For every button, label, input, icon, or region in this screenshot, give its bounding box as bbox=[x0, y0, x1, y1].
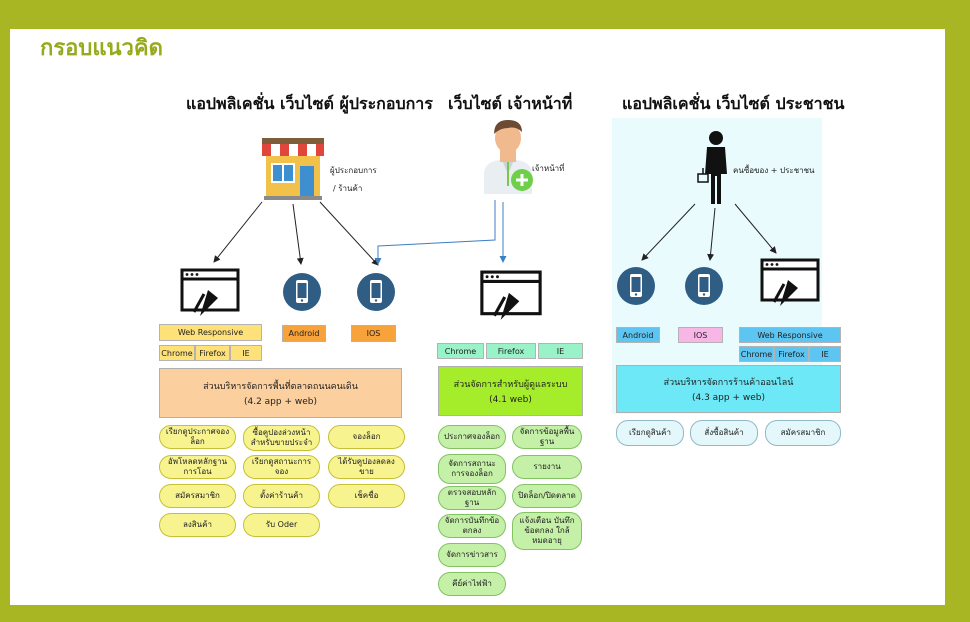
web-browser-icon bbox=[760, 258, 820, 306]
smartphone-icon bbox=[357, 273, 395, 311]
browser-firefox: Firefox bbox=[195, 345, 230, 361]
smartphone-icon bbox=[617, 267, 655, 305]
platform-ios: IOS bbox=[351, 325, 396, 342]
page-title: กรอบแนวคิด bbox=[40, 36, 163, 61]
function-pill: แจ้งเตือน บันทึกข้อตกลง ใกล้หมดอายุ bbox=[512, 512, 582, 550]
function-pill: ได้รับคูปองลดลงขาย bbox=[328, 455, 405, 479]
platform-ios: IOS bbox=[678, 327, 723, 343]
staff-person-icon bbox=[484, 120, 533, 194]
function-pill: ปิดล็อก/ปิดตลาด bbox=[512, 484, 582, 508]
entrepreneur-role-label: ผู้ประกอบการ bbox=[330, 166, 377, 175]
function-pill: ลงสินค้า bbox=[159, 513, 236, 537]
public-module-subtitle: (4.3 app + web) bbox=[691, 393, 765, 403]
function-pill: ซื้อคูปองล่วงหน้า สำหรับขายประจำ bbox=[243, 425, 320, 451]
function-pill: ตั้งค่าร้านค้า bbox=[243, 484, 320, 508]
entrepreneur-heading: แอปพลิเคชั่น เว็บไซต์ ผู้ประกอบการ bbox=[186, 94, 433, 113]
function-pill: เรียกดูประกาศจองล็อก bbox=[159, 425, 236, 449]
function-pill: เรียกดูสถานะการจอง bbox=[243, 455, 320, 479]
browser-ie: IE bbox=[230, 345, 262, 361]
function-pill: สั่งซื้อสินค้า bbox=[690, 420, 758, 446]
public-role-label: คนซื้อของ + ประชาชน bbox=[733, 166, 815, 175]
function-pill: รับ Oder bbox=[243, 513, 320, 537]
platform-web-responsive: Web Responsive bbox=[739, 327, 841, 343]
function-pill: จัดการสถานะ การจองล็อก bbox=[438, 454, 506, 484]
platform-android: Android bbox=[616, 327, 660, 343]
entrepreneur-module-subtitle: (4.2 app + web) bbox=[243, 397, 317, 407]
public-module-title: ส่วนบริหารจัดการร้านค้าออนไลน์ bbox=[663, 378, 794, 388]
shop-role-label: / ร้านค้า bbox=[333, 184, 363, 193]
web-browser-icon bbox=[480, 270, 542, 320]
shop-icon bbox=[262, 138, 324, 200]
function-pill: เรียกดูสินค้า bbox=[616, 420, 684, 446]
platform-web-responsive: Web Responsive bbox=[159, 324, 262, 341]
staff-role-label: เจ้าหน้าที่ bbox=[532, 164, 565, 173]
public-module-box: ส่วนบริหารจัดการร้านค้าออนไลน์ (4.3 app … bbox=[616, 365, 841, 413]
function-pill: ตรวจสอบหลักฐาน bbox=[438, 486, 506, 510]
browser-chrome: Chrome bbox=[739, 346, 774, 362]
function-pill: รายงาน bbox=[512, 455, 582, 479]
function-pill: สมัครสมาชิก bbox=[765, 420, 841, 446]
shopper-icon bbox=[697, 131, 727, 204]
entrepreneur-module-box: ส่วนบริหารจัดการพื้นที่ตลาดถนนคนเดิน (4.… bbox=[159, 368, 402, 418]
function-pill: จัดการข้อมูลพื้นฐาน bbox=[512, 425, 582, 449]
function-pill: คีย์ค่าไฟฟ้า bbox=[438, 572, 506, 596]
function-pill: จองล็อก bbox=[328, 425, 405, 449]
function-pill: เช็คชื่อ bbox=[328, 484, 405, 508]
smartphone-icon bbox=[685, 267, 723, 305]
platform-android: Android bbox=[282, 325, 326, 342]
browser-chrome: Chrome bbox=[159, 345, 195, 361]
entrepreneur-module-title: ส่วนบริหารจัดการพื้นที่ตลาดถนนคนเดิน bbox=[203, 382, 358, 392]
function-pill: อัพโหลดหลักฐานการโอน bbox=[159, 455, 236, 479]
function-pill: จัดการบันทึกข้อตกลง bbox=[438, 514, 506, 538]
public-heading: แอปพลิเคชั่น เว็บไซต์ ประชาชน bbox=[622, 94, 845, 113]
function-pill: ประกาศจองล็อก bbox=[438, 425, 506, 449]
browser-firefox: Firefox bbox=[774, 346, 809, 362]
smartphone-icon bbox=[283, 273, 321, 311]
staff-module-subtitle: (4.1 web) bbox=[489, 395, 532, 405]
function-pill: จัดการข่าวสาร bbox=[438, 543, 506, 567]
staff-module-title: ส่วนจัดการสำหรับผู้ดูแลระบบ bbox=[453, 380, 568, 390]
web-browser-icon bbox=[180, 268, 240, 316]
browser-ie: IE bbox=[809, 346, 841, 362]
staff-module-box: ส่วนจัดการสำหรับผู้ดูแลระบบ (4.1 web) bbox=[438, 366, 583, 416]
browser-chrome: Chrome bbox=[437, 343, 484, 359]
staff-heading: เว็บไซต์ เจ้าหน้าที่ bbox=[448, 94, 573, 113]
browser-firefox: Firefox bbox=[486, 343, 536, 359]
browser-ie: IE bbox=[538, 343, 583, 359]
function-pill: สมัครสมาชิก bbox=[159, 484, 236, 508]
